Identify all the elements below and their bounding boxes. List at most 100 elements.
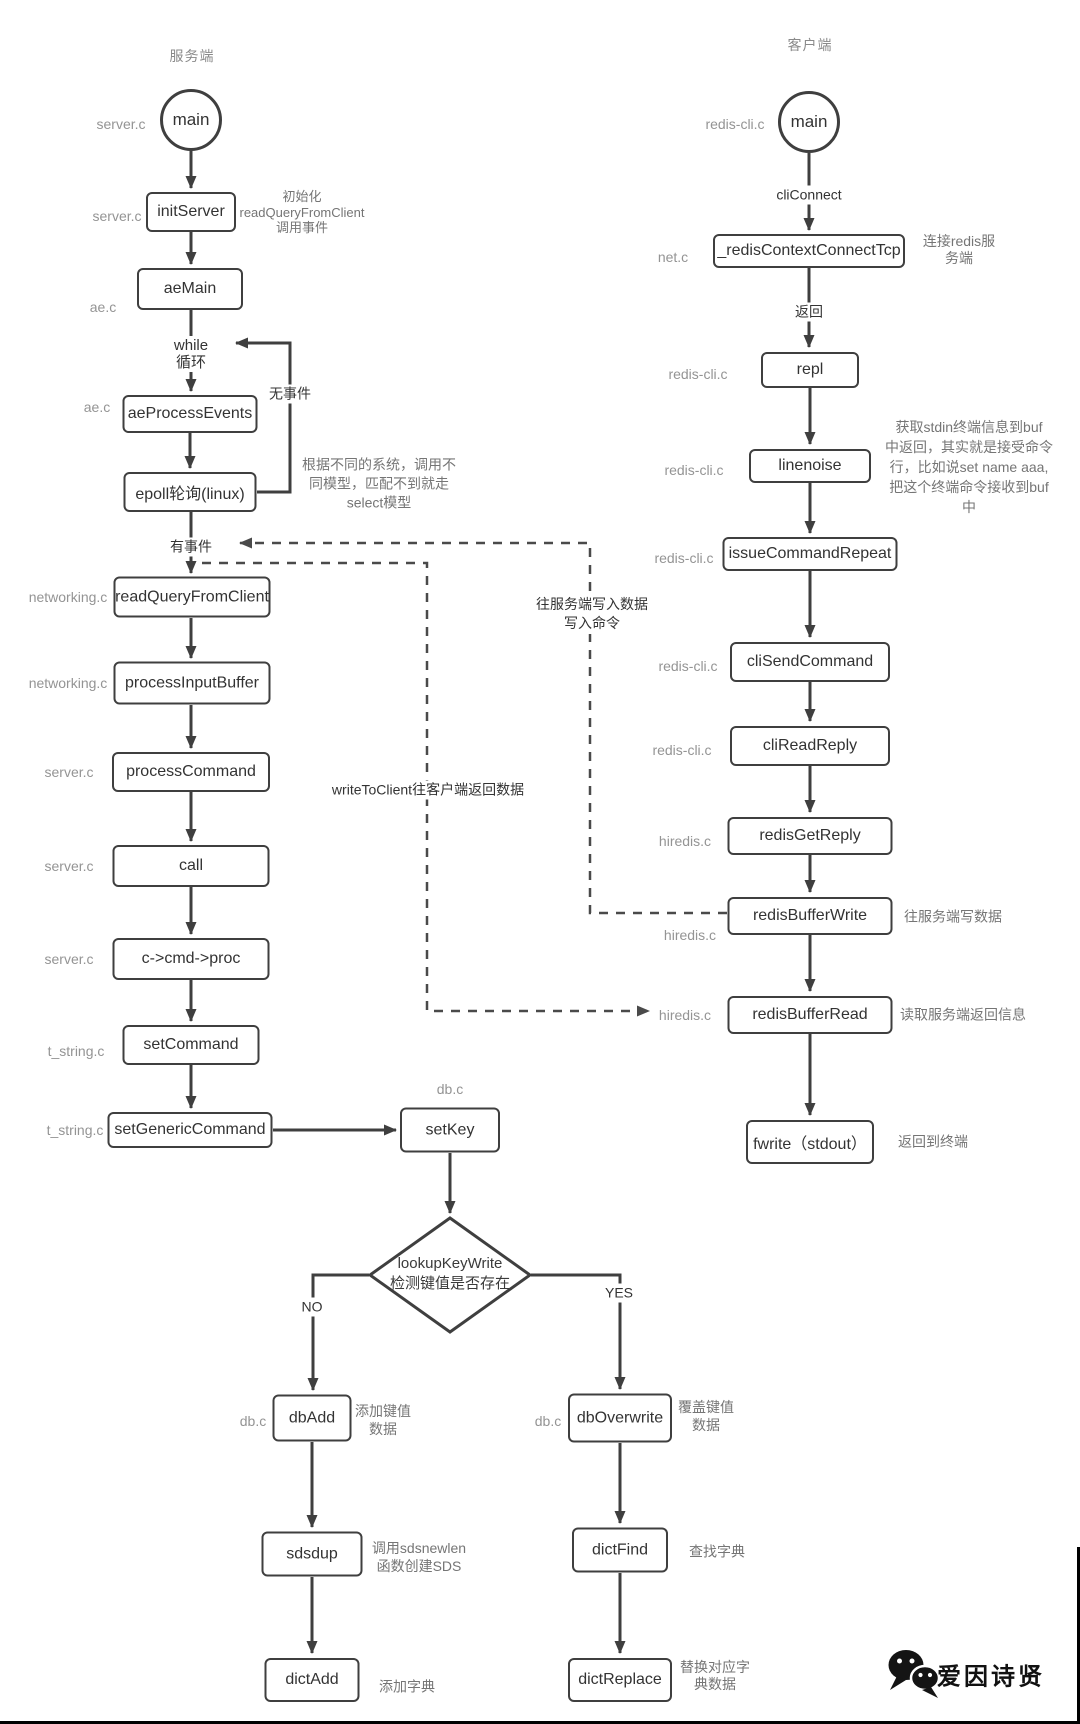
right-border-line	[1077, 1547, 1080, 1724]
file-label-dbadd: db.c	[239, 1413, 267, 1429]
file-label-clisend: redis-cli.c	[658, 658, 718, 674]
file-label-aemain: ae.c	[89, 299, 117, 315]
note-line: 获取stdin终端信息到buf	[895, 419, 1043, 435]
note-dbadd: 添加键值 数据	[355, 1402, 411, 1438]
edge-label-while-loop: while 循环	[169, 336, 213, 372]
file-label-bufferwrite: hiredis.c	[663, 927, 717, 943]
node-clireadreply: cliReadReply	[730, 726, 890, 766]
file-label-processcommand: server.c	[44, 764, 94, 780]
diamond-label: lookupKeyWrite 检测键值是否存在	[390, 1254, 510, 1294]
node-issuecommandrepeat: issueCommandRepeat	[722, 537, 898, 571]
note-line: 调用事件	[275, 219, 328, 235]
file-label-setgeneric: t_string.c	[46, 1122, 104, 1138]
wechat-icon	[888, 1650, 941, 1698]
note-line: 根据不同的系统，调用不	[302, 456, 456, 473]
note-bufferread: 读取服务端返回信息	[900, 1006, 1026, 1023]
flow-label-write-to-client: writeToClient往客户端返回数据	[327, 780, 529, 800]
node-initserver: initServer	[146, 192, 236, 232]
diamond-label-line2: 检测键值是否存在	[389, 1275, 511, 1292]
file-label-readquery: networking.c	[28, 589, 108, 605]
edge-label-no: NO	[297, 1297, 327, 1317]
node-sdsdup: sdsdup	[261, 1531, 363, 1577]
while-label-line1: while	[173, 337, 209, 354]
file-label-cmdproc: server.c	[44, 951, 94, 967]
note-line: 连接redis服	[922, 233, 996, 249]
file-label-call: server.c	[44, 858, 94, 874]
edge-label-no-event: 无事件	[265, 384, 315, 404]
node-aemain: aeMain	[137, 268, 243, 310]
note-line: 行，比如说set name aaa,	[889, 459, 1049, 475]
node-redisbufferread: redisBufferRead	[727, 996, 893, 1034]
file-label-processinput: networking.c	[28, 675, 108, 691]
node-dictreplace: dictReplace	[568, 1658, 672, 1702]
file-label-issuecommand: redis-cli.c	[654, 550, 714, 566]
decision-diamond	[367, 1216, 533, 1334]
node-server-main: main	[160, 89, 222, 151]
node-linenoise: linenoise	[749, 449, 871, 483]
note-dictfind: 查找字典	[689, 1543, 745, 1560]
diamond-label-line1: lookupKeyWrite	[397, 1255, 503, 1272]
note-epoll: 根据不同的系统，调用不 同模型，匹配不到就走 select模型	[302, 456, 456, 513]
arrow-noevent-loop	[235, 337, 292, 494]
note-line: 把这个终端命令接收到buf	[889, 479, 1049, 495]
file-label-repl: redis-cli.c	[668, 366, 728, 382]
node-clisendcommand: cliSendCommand	[730, 642, 890, 682]
note-line: 数据	[692, 1417, 720, 1433]
server-column-header: 服务端	[169, 48, 215, 64]
note-line: select模型	[346, 494, 412, 511]
note-dboverwrite: 覆盖键值 数据	[678, 1398, 734, 1434]
note-line: 覆盖键值	[678, 1399, 734, 1415]
edge-label-cliconnect: cliConnect	[772, 185, 846, 205]
file-label-dboverwrite: db.c	[534, 1413, 562, 1429]
node-setcommand: setCommand	[122, 1025, 260, 1065]
note-line: 数据	[369, 1421, 397, 1437]
file-label-linenoise: redis-cli.c	[664, 462, 724, 478]
node-readqueryfromclient: readQueryFromClient	[113, 576, 271, 618]
note-line: 调用sdsnewlen	[371, 1540, 467, 1556]
node-redisgetreply: redisGetReply	[727, 817, 893, 855]
node-processinputbuffer: processInputBuffer	[113, 661, 271, 705]
file-label-setcommand: t_string.c	[47, 1043, 105, 1059]
node-dboverwrite: dbOverwrite	[568, 1393, 672, 1443]
node-setgenericcommand: setGenericCommand	[107, 1112, 273, 1148]
note-connecttcp: 连接redis服 务端	[923, 233, 995, 267]
note-initserver: 初始化 readQueryFromClient 调用事件	[240, 189, 365, 236]
note-fwrite: 返回到终端	[898, 1133, 968, 1150]
edge-label-has-event: 有事件	[166, 537, 216, 557]
arrow-diamond-yes-dboverwrite	[531, 1273, 626, 1390]
node-redisbufferwrite: redisBufferWrite	[727, 897, 893, 935]
while-label-line2: 循环	[175, 354, 206, 371]
note-linenoise: 获取stdin终端信息到buf 中返回，其实就是接受命令 行，比如说set na…	[885, 417, 1053, 517]
file-label-initserver: server.c	[92, 208, 142, 224]
client-arrows	[803, 153, 816, 1116]
node-epoll: epoll轮询(linux)	[123, 472, 257, 512]
node-call: call	[112, 845, 270, 887]
note-line: 务端	[944, 250, 973, 266]
node-fwrite-stdout: fwrite（stdout）	[746, 1120, 874, 1164]
node-processcommand: processCommand	[112, 752, 270, 792]
server-arrows	[184, 150, 626, 1654]
note-dictadd: 添加字典	[379, 1678, 435, 1695]
node-repl: repl	[761, 352, 859, 388]
note-line: 初始化	[282, 188, 322, 204]
file-label-aeprocessevents: ae.c	[83, 399, 111, 415]
note-line: 中返回，其实就是接受命令	[885, 439, 1053, 455]
note-line: 替换对应字	[680, 1659, 750, 1675]
file-label-cliread: redis-cli.c	[652, 742, 712, 758]
note-line: 同模型，匹配不到就走	[309, 475, 449, 492]
note-line: 函数创建SDS	[376, 1558, 462, 1574]
node-rediscontextconnecttcp: _redisContextConnectTcp	[713, 234, 905, 268]
note-sdsdup: 调用sdsnewlen 函数创建SDS	[372, 1539, 466, 1575]
edge-label-return: 返回	[791, 302, 827, 322]
node-cmdproc: c->cmd->proc	[112, 938, 270, 980]
node-setkey: setKey	[400, 1107, 500, 1153]
write-to-server-line1: 往服务端写入数据	[536, 596, 648, 612]
note-line: readQueryFromClient	[239, 204, 365, 220]
brand-text: 爱因诗贤	[937, 1663, 1045, 1691]
write-to-server-line2: 写入命令	[564, 615, 620, 631]
flow-label-write-to-server: 往服务端写入数据 写入命令	[532, 594, 652, 634]
dashed-bufferwrite-to-hasevent	[239, 537, 727, 915]
node-dbadd: dbAdd	[272, 1394, 352, 1442]
file-label-getreply: hiredis.c	[658, 833, 712, 849]
bottom-border-line	[0, 1721, 1080, 1724]
